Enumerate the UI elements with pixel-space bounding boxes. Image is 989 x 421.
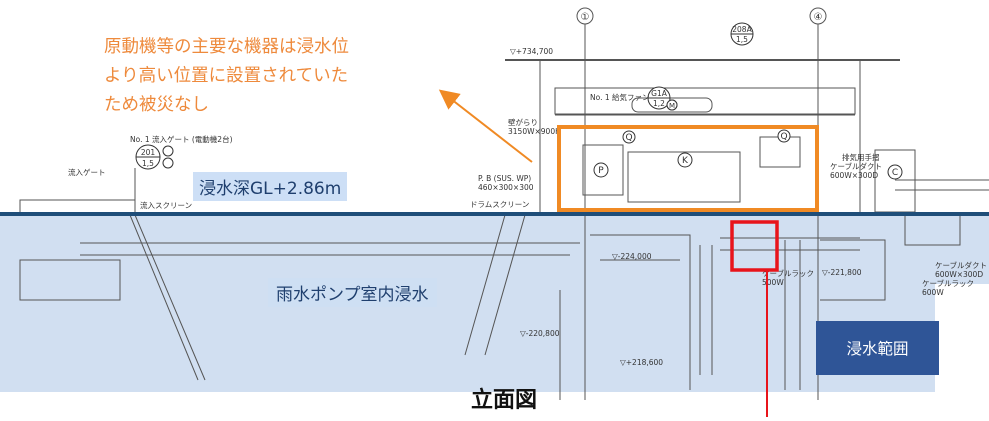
symbol-c: C — [892, 168, 898, 178]
tag-201: 201 — [141, 148, 156, 157]
screen-2: ドラムスクリーン — [470, 200, 529, 209]
callout-line-2: より高い位置に設置されていた — [104, 66, 349, 86]
flood-depth-label: 浸水深GL+2.86m — [193, 172, 348, 201]
grid-markers: ① ④ — [576, 7, 827, 25]
screen: 流入スクリーン — [140, 200, 192, 210]
louver-size: 3150W×900H — [508, 127, 561, 136]
gate: 流入ゲート — [68, 167, 106, 177]
rack2-size: 600W — [922, 288, 944, 297]
equipment-highlight-box — [557, 125, 819, 212]
pb-label: P. B (SUS. WP) — [478, 174, 531, 183]
tag-208a-sub: 1,5 — [736, 35, 748, 44]
flood-range-legend: 浸水範囲 — [816, 321, 939, 375]
handrail: 排気用手摺 — [842, 152, 880, 162]
grid-marker-4: ④ — [814, 12, 823, 23]
callout-line-3: ため被災なし — [104, 95, 209, 115]
grid-marker-1: ① — [581, 12, 590, 23]
tag-g1a: G1A — [651, 89, 668, 98]
tag-g1a-sub: 1,2 — [653, 99, 665, 108]
figure-title: 立面図 — [471, 388, 538, 413]
symbol-p: P — [598, 166, 604, 176]
drawing-annotations: ▽+734,700 No. 1 給気ファン 壁がらり 3150W×900H No… — [68, 47, 987, 367]
gate-label: No. 1 流入ゲート (電動機2台) — [130, 134, 233, 144]
rack-size: 500W — [762, 278, 784, 287]
duct2-size: 600W×300D — [935, 270, 983, 279]
elevation-218: ▽+218,600 — [620, 358, 663, 367]
tag-201-sub: 1,5 — [142, 159, 154, 168]
elevation-221: ▽-221,800 — [822, 268, 862, 277]
equipment-symbols: P K Q Q M C — [593, 99, 903, 180]
fan-label: No. 1 給気ファン — [590, 92, 650, 102]
structure-lines — [19, 15, 989, 400]
duct-label: ケーブルダクト — [830, 161, 882, 171]
pump-room-flood-label: 雨水ポンプ室内浸水 — [268, 278, 437, 307]
symbol-m: M — [669, 102, 675, 110]
rack-label: ケーブルラック — [762, 268, 814, 278]
symbol-q-2: Q — [780, 132, 787, 142]
pb-size: 460×300×300 — [478, 183, 534, 192]
callout-arrow — [438, 89, 533, 163]
symbol-q: Q — [625, 133, 632, 143]
callout-line-1: 原動機等の主要な機器は浸水位 — [104, 37, 349, 57]
louver-label: 壁がらり — [508, 117, 538, 127]
duct-size: 600W×300D — [830, 171, 878, 180]
flood-region — [0, 214, 989, 392]
tag-208a: 208A — [732, 25, 752, 34]
duct2-label: ケーブルダクト — [935, 260, 987, 270]
elevation-top: ▽+734,700 — [510, 47, 553, 56]
symbol-k: K — [682, 156, 689, 166]
elevation-224: ▽-224,000 — [612, 252, 652, 261]
equipment-tags: G1A 1,2 208A 1,5 201 1,5 — [135, 22, 754, 170]
rack2-label: ケーブルラック — [922, 278, 974, 288]
damage-highlight-box — [730, 220, 779, 272]
elevation-220: ▽-220,800 — [520, 329, 560, 338]
